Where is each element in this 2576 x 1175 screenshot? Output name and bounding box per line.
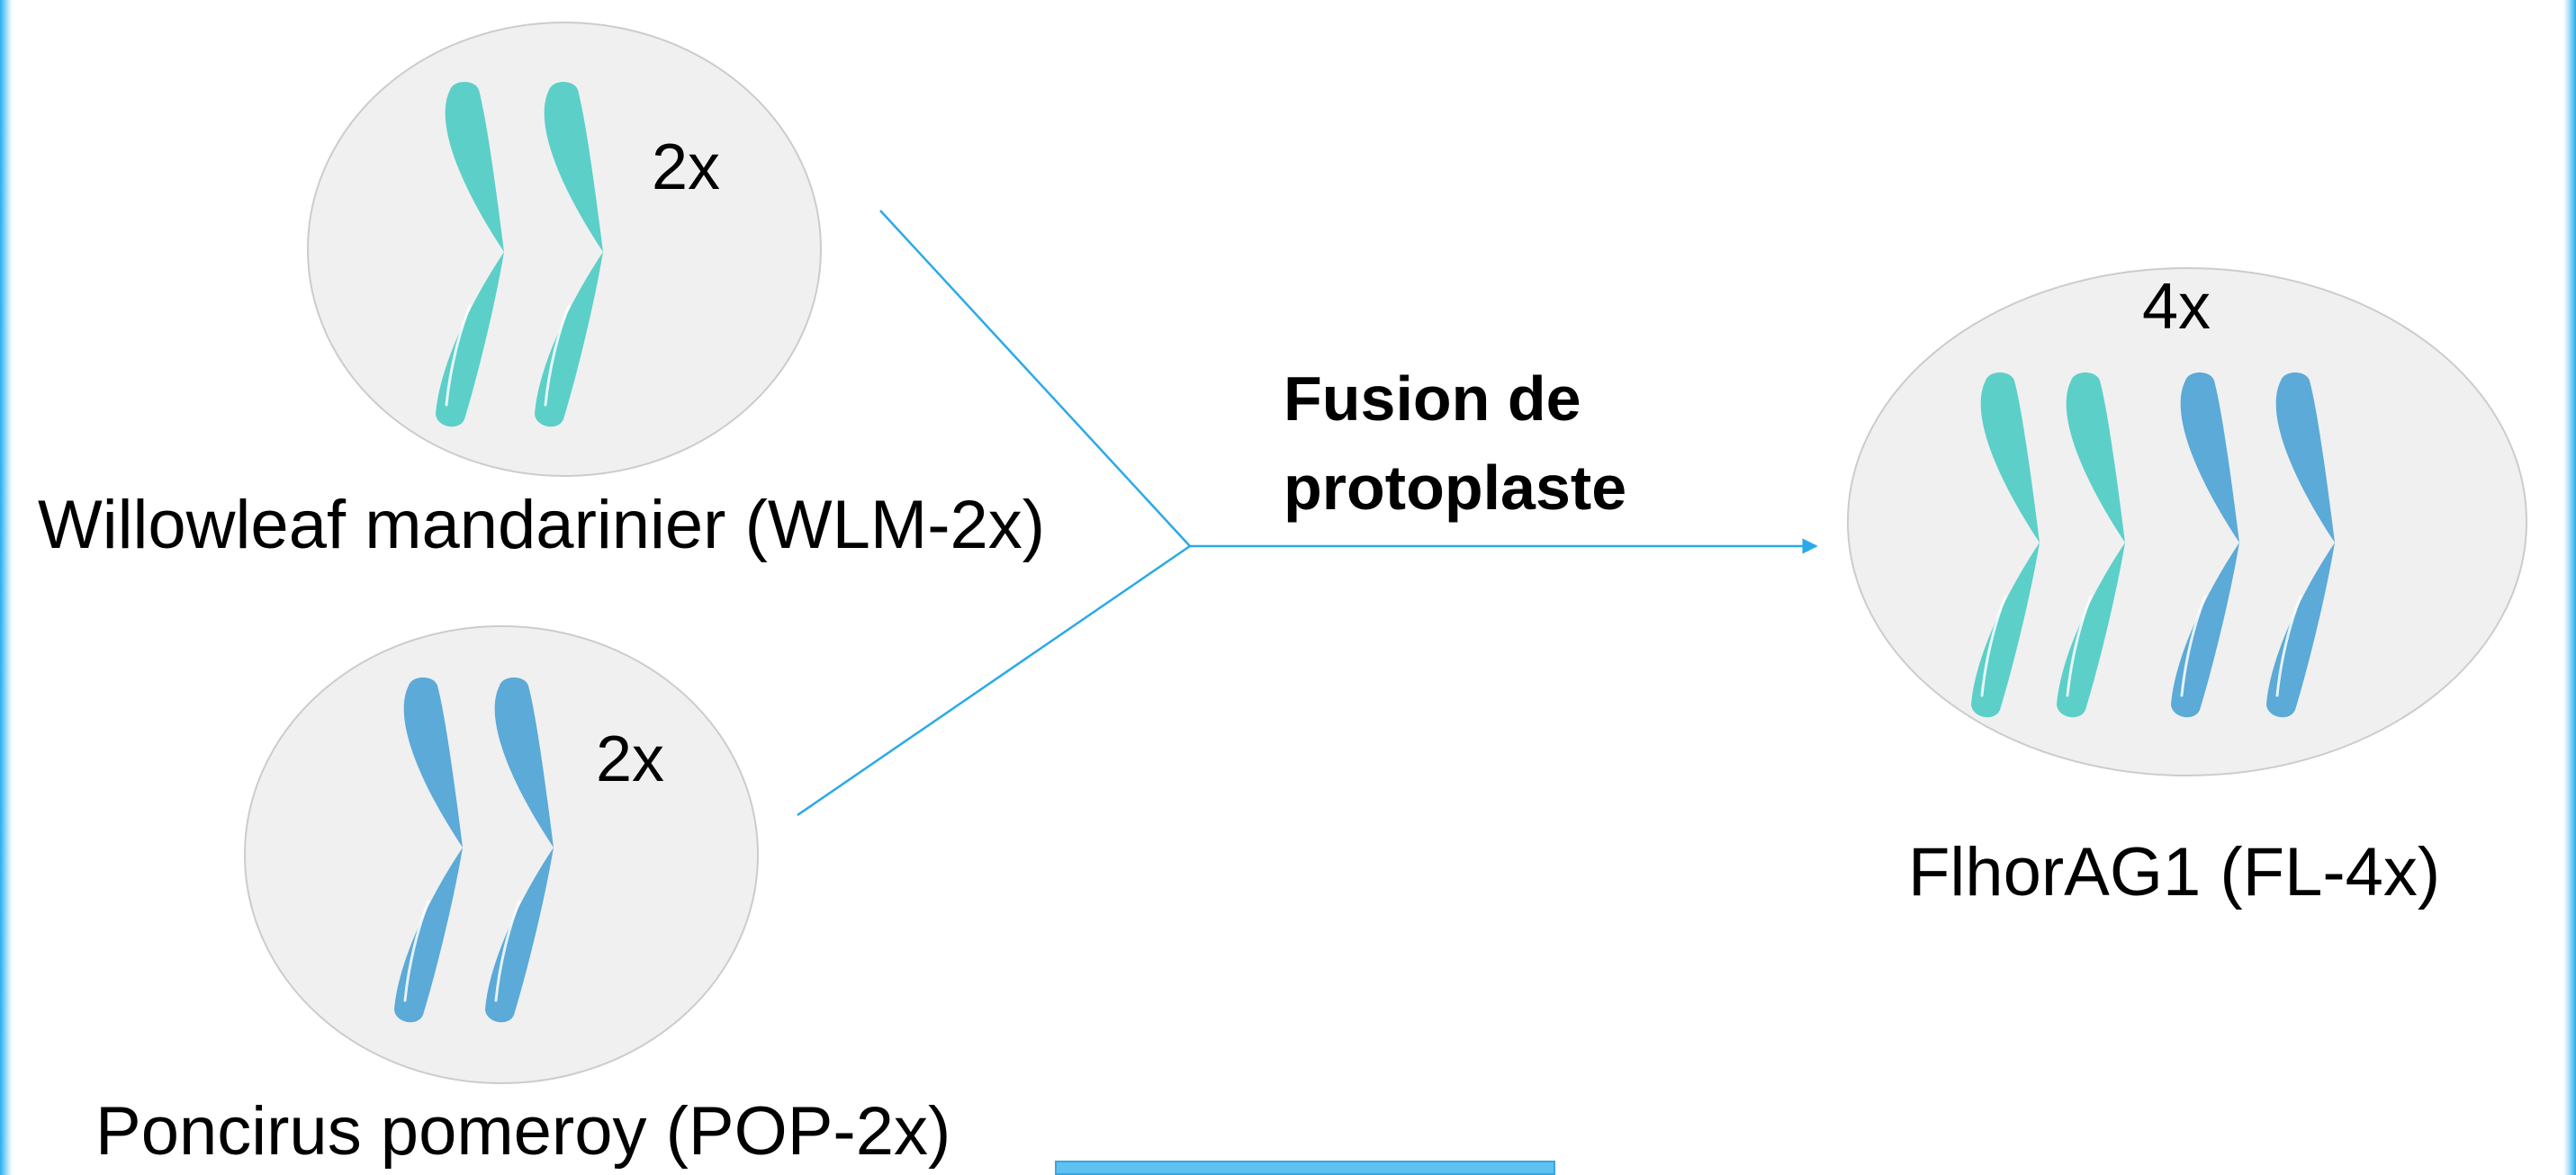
cell-wlm [307, 22, 822, 477]
bottom-tab-bar [1055, 1161, 1555, 1175]
chromosome-wlm-1 [436, 82, 504, 427]
cell-name-fl: FlhorAG1 (FL-4x) [1908, 834, 2441, 910]
cell-name-pop: Poncirus pomeroy (POP-2x) [95, 1093, 951, 1170]
ploidy-label-fl: 4x [2142, 271, 2211, 343]
ploidy-label-wlm: 2x [652, 131, 721, 203]
right-frame-edge [2563, 0, 2576, 1175]
cell-pop [244, 625, 759, 1084]
chromosome-wlm-2 [535, 82, 603, 427]
connector-pop [797, 544, 1191, 817]
chromosome-fl-3 [2171, 372, 2239, 718]
chromosome-fl-4 [2266, 372, 2335, 718]
chromosome-fl-2 [2057, 372, 2125, 718]
connector-wlm [879, 210, 1191, 547]
cell-name-wlm: Willowleaf mandarinier (WLM-2x) [38, 487, 1046, 563]
ploidy-label-pop: 2x [596, 723, 665, 795]
left-frame-edge [0, 0, 13, 1175]
chromosome-pop-2 [485, 677, 554, 1023]
process-label: Fusion de protoplaste [1283, 363, 1627, 524]
chromosome-fl-1 [1971, 372, 2040, 718]
chromosome-pop-1 [394, 677, 463, 1023]
